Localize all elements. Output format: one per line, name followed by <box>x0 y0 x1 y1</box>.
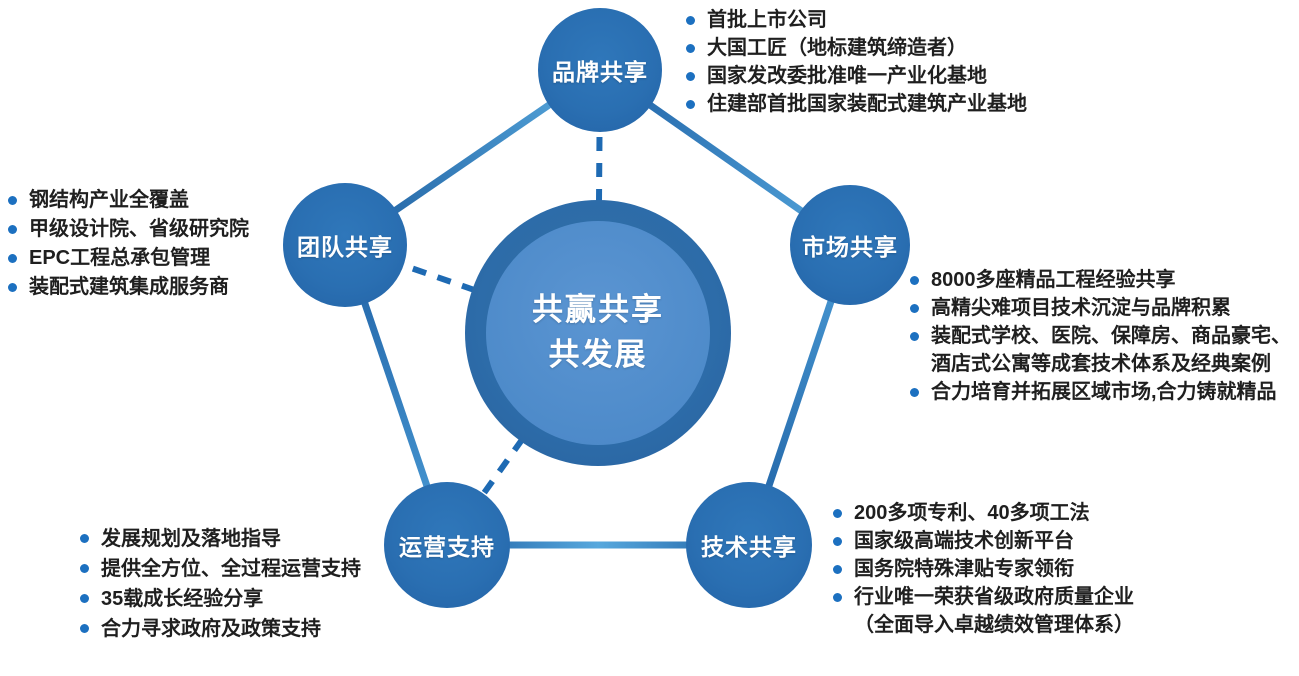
team-benefits-list: 钢结构产业全覆盖 甲级设计院、省级研究院 EPC工程总承包管理 装配式建筑集成服… <box>8 186 249 302</box>
list-item: 甲级设计院、省级研究院 <box>8 215 249 244</box>
list-item: 8000多座精品工程经验共享 <box>910 266 1291 294</box>
node-operations-label: 运营支持 <box>399 534 495 560</box>
center-node-inner: 共赢共享 共发展 <box>486 221 710 445</box>
bullet-icon <box>833 509 842 518</box>
node-tech-label: 技术共享 <box>701 534 797 560</box>
list-item: 200多项专利、40多项工法 <box>833 499 1134 527</box>
brand-benefits-list: 首批上市公司 大国工匠（地标建筑缔造者） 国家发改委批准唯一产业化基地 住建部首… <box>686 6 1027 118</box>
tech-benefits-list: 200多项专利、40多项工法 国家级高端技术创新平台 国务院特殊津贴专家领衔 行… <box>833 499 1134 639</box>
bullet-icon <box>80 624 89 633</box>
bullet-icon <box>8 225 17 234</box>
bullet-icon <box>80 534 89 543</box>
list-item: 合力寻求政府及政策支持 <box>80 614 361 644</box>
list-item: 国家级高端技术创新平台 <box>833 527 1134 555</box>
bullet-icon <box>910 388 919 397</box>
bullet-icon <box>80 564 89 573</box>
operations-benefits-list: 发展规划及落地指导 提供全方位、全过程运营支持 35载成长经验分享 合力寻求政府… <box>80 524 361 644</box>
bullet-icon <box>910 304 919 313</box>
list-item: 35载成长经验分享 <box>80 584 361 614</box>
market-benefits-list: 8000多座精品工程经验共享 高精尖难项目技术沉淀与品牌积累 装配式学校、医院、… <box>910 266 1291 406</box>
bullet-icon <box>8 254 17 263</box>
list-item: 行业唯一荣获省级政府质量企业 （全面导入卓越绩效管理体系） <box>833 583 1134 639</box>
node-operations: 运营支持 <box>384 482 510 608</box>
node-brand: 品牌共享 <box>538 8 662 132</box>
list-item: 大国工匠（地标建筑缔造者） <box>686 34 1027 62</box>
node-tech: 技术共享 <box>686 482 812 608</box>
center-node: 共赢共享 共发展 <box>465 200 731 466</box>
list-item: 国务院特殊津贴专家领衔 <box>833 555 1134 583</box>
list-item: 装配式学校、医院、保障房、商品豪宅、 酒店式公寓等成套技术体系及经典案例 <box>910 322 1291 378</box>
center-node-label: 共赢共享 共发展 <box>532 292 664 372</box>
bullet-icon <box>686 16 695 25</box>
list-item: 合力培育并拓展区域市场,合力铸就精品 <box>910 378 1291 406</box>
list-item: 国家发改委批准唯一产业化基地 <box>686 62 1027 90</box>
bullet-icon <box>8 196 17 205</box>
bullet-icon <box>686 100 695 109</box>
list-item: 发展规划及落地指导 <box>80 524 361 554</box>
node-market: 市场共享 <box>790 185 910 305</box>
node-brand-label: 品牌共享 <box>552 59 648 85</box>
list-item: EPC工程总承包管理 <box>8 244 249 273</box>
list-item: 首批上市公司 <box>686 6 1027 34</box>
list-item: 钢结构产业全覆盖 <box>8 186 249 215</box>
list-item: 装配式建筑集成服务商 <box>8 273 249 302</box>
bullet-icon <box>833 593 842 602</box>
bullet-icon <box>833 537 842 546</box>
bullet-icon <box>80 594 89 603</box>
node-market-label: 市场共享 <box>802 234 898 260</box>
bullet-icon <box>910 276 919 285</box>
list-item: 高精尖难项目技术沉淀与品牌积累 <box>910 294 1291 322</box>
list-item: 提供全方位、全过程运营支持 <box>80 554 361 584</box>
bullet-icon <box>8 283 17 292</box>
node-team-label: 团队共享 <box>297 234 393 260</box>
bullet-icon <box>910 332 919 341</box>
node-team: 团队共享 <box>283 183 407 307</box>
bullet-icon <box>833 565 842 574</box>
bullet-icon <box>686 72 695 81</box>
bullet-icon <box>686 44 695 53</box>
list-item: 住建部首批国家装配式建筑产业基地 <box>686 90 1027 118</box>
